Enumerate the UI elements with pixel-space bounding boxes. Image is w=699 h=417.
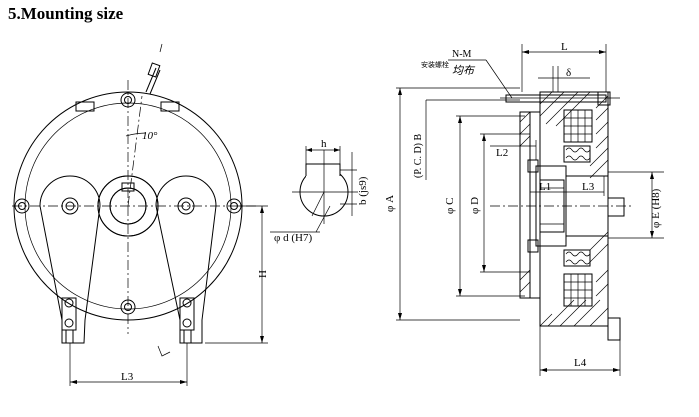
- angle-label: 10°: [142, 130, 158, 142]
- label-h: h: [321, 138, 327, 150]
- top-left-lug: [75, 101, 95, 112]
- right-arm: [155, 175, 217, 344]
- label-C: φ C: [444, 198, 456, 214]
- hatch-plate: [519, 111, 531, 293]
- cable-line-1: [145, 67, 157, 93]
- coil-lower: [563, 273, 593, 307]
- page-title: 5.Mounting size: [8, 4, 124, 23]
- foot: [607, 317, 621, 341]
- label-D: φ D: [469, 197, 481, 214]
- label-N-M: N-M: [452, 49, 472, 60]
- top-right-lug: [160, 101, 180, 112]
- label-L3-left: L3: [121, 371, 134, 383]
- label-E: φ E (H8): [650, 188, 662, 228]
- coil-upper: [563, 109, 593, 143]
- hatch-bottom: [539, 231, 609, 327]
- label-L3-right: L3: [582, 181, 595, 193]
- label-delta: δ: [566, 67, 571, 79]
- label-L: L: [561, 41, 568, 53]
- side-section-view: φ A (P. C. D) B φ C φ D N-M 安装螺栓 均布 L δ: [384, 41, 664, 376]
- label-b: b (js9): [357, 176, 369, 205]
- housing: [539, 91, 609, 327]
- label-cn-bolts: 安装螺栓: [421, 60, 449, 69]
- small-mark: [157, 345, 171, 357]
- label-d: φ d (H7): [274, 232, 312, 244]
- flange-spigot: [607, 197, 625, 217]
- front-view: 10°: [12, 43, 269, 386]
- armature-plate: [519, 111, 531, 299]
- label-A: φ A: [384, 195, 396, 212]
- shaft-section: h b (js9) φ d (H7): [270, 138, 369, 244]
- label-H: H: [257, 270, 269, 278]
- cable-line-2: [149, 69, 161, 95]
- left-arm: [39, 175, 101, 344]
- springs: [563, 145, 591, 267]
- hatch-top: [539, 91, 609, 179]
- label-PCD-B: (P. C. D) B: [413, 133, 424, 178]
- angle-arc: [125, 132, 147, 137]
- cable-gland: [147, 62, 161, 78]
- top-bolt: [505, 94, 607, 103]
- label-L2: L2: [496, 147, 508, 159]
- label-L4: L4: [574, 357, 587, 369]
- label-cn-uniform: 均布: [452, 64, 476, 77]
- cable-end: [159, 43, 163, 53]
- label-L1: L1: [539, 181, 551, 193]
